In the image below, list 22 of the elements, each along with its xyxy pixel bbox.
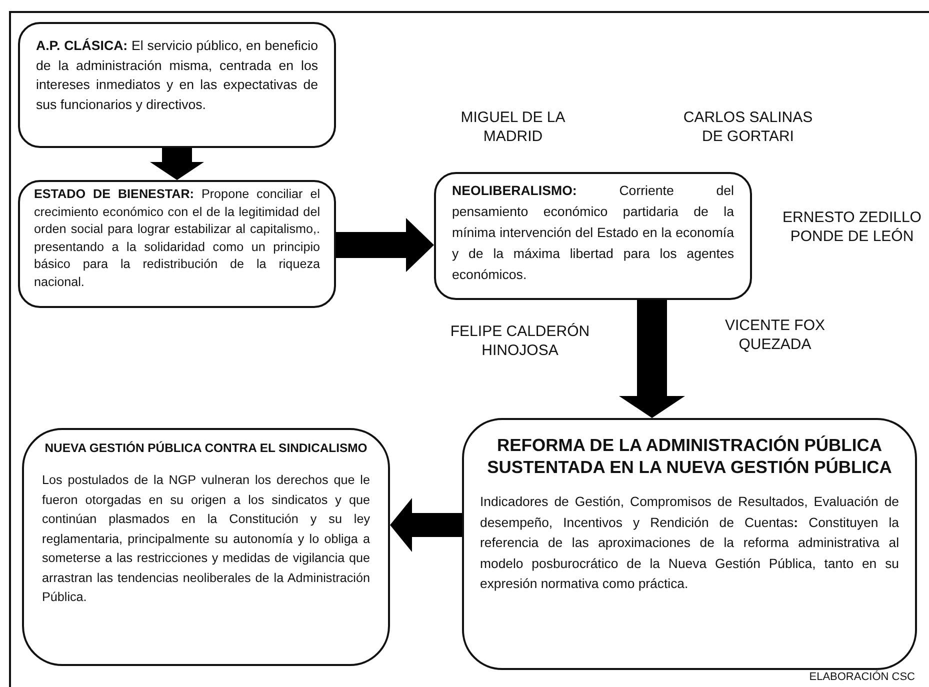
block-arrow xyxy=(390,498,462,552)
box-description: Indicadores de Gestión, Compromisos de Resultados, Evaluación de desempeño, Incentivos y Rendición de Cuentas: Constituyen la referencia de las aproximaciones de la reforma administrativa al modelo posburocrático de la Nueva Gestión Pública, tanto en su expresión normativa como práctica. xyxy=(480,493,899,593)
box-heading: REFORMA DE LA ADMINISTRACIÓN PÚBLICA SUSTENTADA EN LA NUEVA GESTIÓN PÚBLICA xyxy=(486,434,893,478)
rounded-text-box xyxy=(22,428,390,666)
name-label: ERNESTO ZEDILLO PONDE DE LEÓN xyxy=(782,208,922,246)
box-description: A.P. CLÁSICA: El servicio público, en beneficio de la administración misma, centrada en los intereses inmediatos y en las expectativas de sus funcionarios y directivos. xyxy=(36,37,318,114)
box-description: NEOLIBERALISMO: Corriente del pensamiento económico partidaria de la mínima intervención del Estado en la economía y de la máxima libertad para los agentes económicos. xyxy=(452,182,734,284)
box-description: ESTADO DE BIENESTAR: Propone conciliar el crecimiento económico con el de la legitimidad del orden social para lograr estabilizar al capitalismo,. presentando a la solidaridad como un principio básico para la redistribución de la riqueza nacional. xyxy=(34,186,320,291)
rounded-text-box xyxy=(18,180,336,308)
credit-note: ELABORACIÓN CSC xyxy=(808,671,915,684)
box-description: Los postulados de la NGP vulneran los derechos que le fueron otorgadas en su origen a los sindicatos y que continúan plasmados en la Constitución y su ley reglamentaria, principalmente su autonomía y lo obliga a someterse a las restricciones y medidas de vigilancia que arrastran las tendencias neoliberales de la Administración Pública. xyxy=(42,472,370,606)
rounded-text-box xyxy=(462,418,917,670)
name-label: CARLOS SALINAS DE GORTARI xyxy=(683,108,813,146)
block-arrow xyxy=(619,300,685,418)
box-heading: NUEVA GESTIÓN PÚBLICA CONTRA EL SINDICALISMO xyxy=(44,440,368,457)
block-arrow xyxy=(150,148,204,180)
rounded-text-box xyxy=(434,172,752,300)
rounded-text-box xyxy=(18,22,336,148)
name-label: FELIPE CALDERÓN HINOJOSA xyxy=(449,322,591,360)
name-label: VICENTE FOX QUEZADA xyxy=(724,316,826,354)
block-arrow xyxy=(336,218,434,272)
name-label: MIGUEL DE LA MADRID xyxy=(460,108,566,146)
